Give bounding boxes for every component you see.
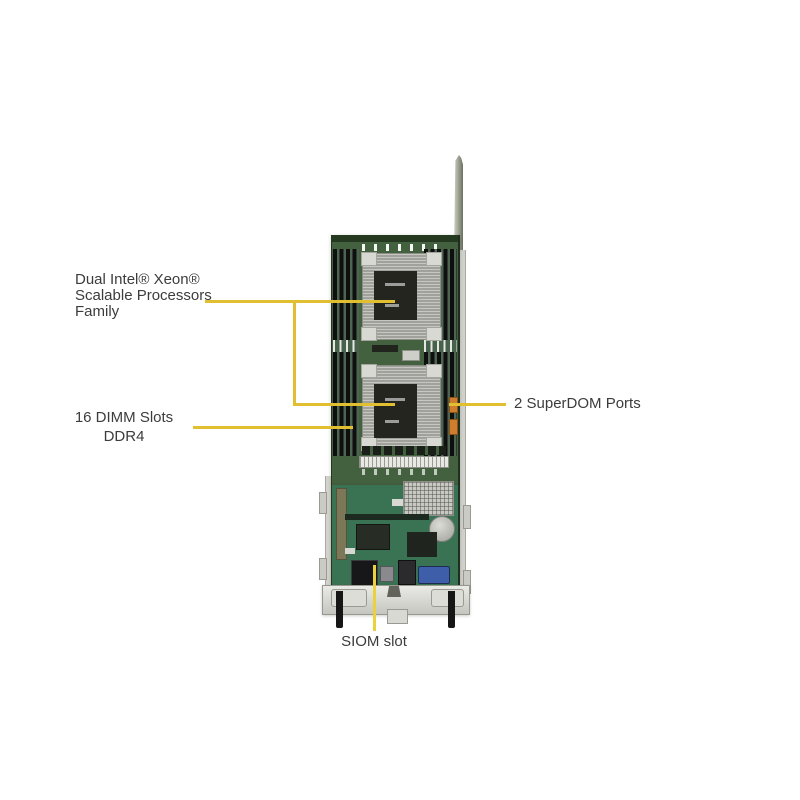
heatsink-corner-pad xyxy=(361,364,377,378)
label-dimm-slots: 16 DIMM Slots DDR4 xyxy=(58,408,190,446)
heatsink-corner-pad xyxy=(361,252,377,266)
riser-bracket xyxy=(454,155,463,251)
callout-line-dimm xyxy=(193,426,353,429)
callout-line-processors-cpu1 xyxy=(205,300,395,303)
bmc-chip xyxy=(407,532,437,557)
dimm-latch-row xyxy=(333,340,359,352)
dimm-latch-row xyxy=(424,340,457,352)
heatsink-corner-pad xyxy=(426,327,442,341)
tray-center-latch xyxy=(387,586,401,597)
mid-board-connector xyxy=(402,350,420,361)
small-connector xyxy=(392,499,403,506)
edge-connector xyxy=(359,456,449,468)
heatsink-label xyxy=(385,304,399,307)
tray-latch-right xyxy=(431,589,464,607)
heatsink-label xyxy=(385,420,399,423)
memory-chip-row xyxy=(362,446,446,455)
siom-connector-slot xyxy=(345,514,429,520)
left-rail-tab xyxy=(319,492,327,514)
callout-line-processors-cpu2 xyxy=(293,403,395,406)
mid-board-chip xyxy=(372,345,398,352)
label-dimm-line1: 16 DIMM Slots xyxy=(74,409,174,426)
heatsink-label xyxy=(385,283,405,286)
heatsink-label xyxy=(385,398,405,401)
led-row xyxy=(362,244,444,251)
right-rail-tab xyxy=(463,505,471,529)
heatsink-corner-pad xyxy=(426,252,442,266)
dimm-bank-left-cpu1 xyxy=(333,249,359,340)
vga-port xyxy=(418,566,450,584)
chipset-heatsink xyxy=(403,481,454,516)
label-siom-slot: SIOM slot xyxy=(341,633,407,650)
callout-line-siom xyxy=(373,565,376,631)
io-port xyxy=(380,566,394,582)
small-connector xyxy=(345,548,355,554)
label-processors-line1: Dual Intel® Xeon® xyxy=(75,271,200,288)
cpu2-heatsink xyxy=(361,364,442,451)
callout-line-processors-vertical xyxy=(293,300,296,406)
io-port xyxy=(398,560,416,585)
edge-slot xyxy=(336,488,347,560)
label-processors-line3: Family xyxy=(75,303,120,320)
led-row xyxy=(362,469,444,475)
module-chip xyxy=(356,524,390,550)
heatsink-corner-pad xyxy=(361,327,377,341)
cpu1-heatsink xyxy=(361,252,442,341)
cpu1-label-plate xyxy=(374,271,417,320)
tray-center-tab xyxy=(387,609,408,624)
tray-handle-post-left xyxy=(336,591,343,628)
pcb-top-edge xyxy=(331,235,458,242)
superdom-port-2 xyxy=(449,419,458,435)
heatsink-corner-pad xyxy=(426,364,442,378)
label-processors-line2: Scalable Processors xyxy=(75,287,212,304)
left-rail-tab xyxy=(319,558,327,580)
tray-handle-post-right xyxy=(448,591,455,628)
cpu2-label-plate xyxy=(374,384,417,438)
label-dimm-line2: DDR4 xyxy=(103,428,145,445)
label-processors: Dual Intel® Xeon® Scalable Processors Fa… xyxy=(75,272,235,320)
callout-line-superdom xyxy=(449,403,506,406)
label-superdom-ports: 2 SuperDOM Ports xyxy=(514,395,641,412)
